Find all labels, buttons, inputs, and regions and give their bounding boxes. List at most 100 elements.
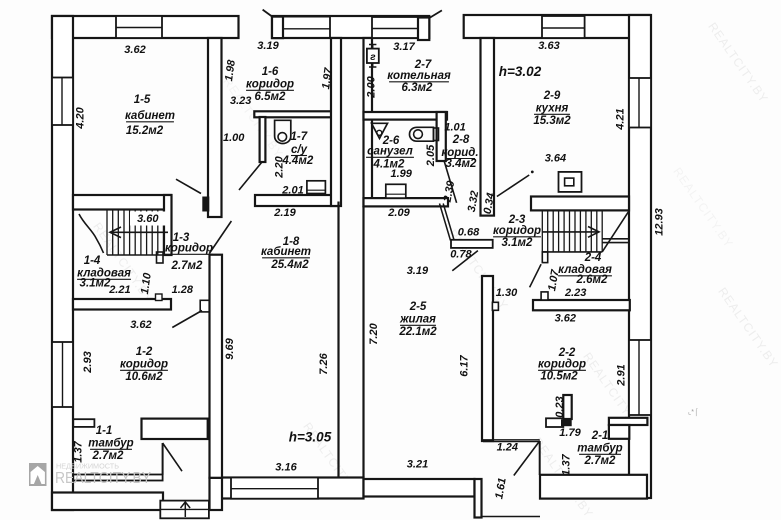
svg-text:REALTCITY.BY: REALTCITY.BY bbox=[55, 470, 151, 487]
svg-text:2.91: 2.91 bbox=[616, 364, 628, 386]
svg-text:2.01: 2.01 bbox=[281, 185, 303, 197]
svg-text:2.6м2: 2.6м2 bbox=[576, 274, 608, 286]
svg-text:корид.: корид. bbox=[441, 147, 478, 159]
svg-text:3.16: 3.16 bbox=[275, 462, 297, 474]
svg-text:1.01: 1.01 bbox=[444, 122, 465, 134]
svg-text:6.17: 6.17 bbox=[458, 354, 470, 376]
svg-text:тамбур: тамбур bbox=[577, 443, 622, 455]
svg-text:1-7: 1-7 bbox=[290, 131, 307, 143]
svg-text:⌞*⌠: ⌞*⌠ bbox=[688, 408, 698, 417]
svg-text:0.34: 0.34 bbox=[482, 192, 498, 215]
svg-text:2.19: 2.19 bbox=[273, 207, 296, 219]
svg-text:1-3: 1-3 bbox=[173, 232, 190, 244]
svg-text:1.97: 1.97 bbox=[320, 66, 335, 90]
svg-text:3.19: 3.19 bbox=[407, 265, 429, 277]
svg-text:0.68: 0.68 bbox=[458, 227, 480, 239]
svg-text:3.32: 3.32 bbox=[466, 190, 482, 213]
svg-text:0.78: 0.78 bbox=[450, 249, 472, 261]
svg-text:1.24: 1.24 bbox=[497, 442, 518, 454]
svg-text:6.3м2: 6.3м2 bbox=[402, 82, 433, 94]
svg-text:1.37: 1.37 bbox=[73, 440, 85, 462]
svg-text:2-9: 2-9 bbox=[543, 90, 561, 102]
svg-text:1.10: 1.10 bbox=[139, 271, 154, 295]
svg-text:кабинет: кабинет bbox=[261, 246, 311, 258]
svg-text:3.62: 3.62 bbox=[124, 44, 145, 56]
svg-text:0.23: 0.23 bbox=[554, 396, 566, 417]
svg-text:2-2: 2-2 bbox=[558, 347, 576, 359]
svg-text:2-3: 2-3 bbox=[508, 214, 526, 226]
svg-text:1-4: 1-4 bbox=[84, 255, 101, 267]
svg-text:22.1м2: 22.1м2 bbox=[398, 326, 437, 338]
svg-text:1.79: 1.79 bbox=[559, 427, 581, 439]
svg-text:15.3м2: 15.3м2 bbox=[533, 115, 571, 127]
svg-text:1.07: 1.07 bbox=[546, 268, 562, 292]
svg-text:3.1м2: 3.1м2 bbox=[502, 237, 533, 249]
svg-text:1.30: 1.30 bbox=[496, 287, 518, 299]
svg-text:10.5м2: 10.5м2 bbox=[540, 371, 578, 383]
svg-text:10.6м2: 10.6м2 bbox=[125, 371, 163, 383]
svg-text:котельная: котельная bbox=[387, 70, 451, 82]
svg-text:кухня: кухня bbox=[536, 103, 569, 115]
svg-text:коридор: коридор bbox=[120, 359, 168, 371]
svg-text:7.26: 7.26 bbox=[318, 352, 330, 374]
svg-text:НЕДВИЖИМОСТЬ: НЕДВИЖИМОСТЬ bbox=[56, 464, 119, 471]
svg-text:1-2: 1-2 bbox=[136, 346, 153, 358]
svg-text:1-8: 1-8 bbox=[283, 236, 300, 248]
svg-text:2.39: 2.39 bbox=[442, 179, 458, 204]
svg-text:коридор: коридор bbox=[246, 79, 294, 91]
svg-text:2.20: 2.20 bbox=[274, 155, 286, 178]
svg-text:2-1: 2-1 bbox=[591, 430, 609, 442]
svg-text:6.5м2: 6.5м2 bbox=[255, 91, 286, 103]
svg-text:1.61: 1.61 bbox=[493, 477, 509, 500]
svg-text:12.93: 12.93 bbox=[654, 208, 666, 236]
svg-text:1.37: 1.37 bbox=[560, 453, 572, 475]
svg-text:2-7: 2-7 bbox=[414, 59, 432, 71]
svg-text:1-6: 1-6 bbox=[262, 66, 279, 78]
svg-text:3.64: 3.64 bbox=[545, 153, 566, 165]
svg-text:2-5: 2-5 bbox=[409, 301, 427, 313]
svg-text:2.05: 2.05 bbox=[425, 144, 437, 167]
svg-text:2-6: 2-6 bbox=[382, 135, 400, 147]
svg-text:1.00: 1.00 bbox=[223, 132, 245, 144]
svg-text:кладовая: кладовая bbox=[77, 268, 131, 280]
svg-text:жилая: жилая bbox=[399, 314, 436, 326]
svg-text:4.20: 4.20 bbox=[75, 106, 87, 129]
svg-text:1-1: 1-1 bbox=[96, 425, 113, 437]
svg-text:г: г bbox=[370, 52, 376, 63]
svg-text:1.98: 1.98 bbox=[223, 58, 238, 82]
svg-text:2-8: 2-8 bbox=[452, 134, 470, 146]
svg-text:7.20: 7.20 bbox=[368, 322, 380, 344]
svg-text:2.7м2: 2.7м2 bbox=[584, 455, 616, 467]
svg-text:3.19: 3.19 bbox=[257, 40, 279, 52]
svg-text:1.99: 1.99 bbox=[390, 168, 412, 180]
svg-text:4.4м2: 4.4м2 bbox=[281, 155, 313, 167]
svg-text:2.21: 2.21 bbox=[108, 284, 130, 296]
svg-text:3.17: 3.17 bbox=[393, 41, 415, 53]
svg-text:2.93: 2.93 bbox=[82, 351, 94, 373]
svg-text:2.23: 2.23 bbox=[564, 287, 586, 299]
svg-text:4.1м2: 4.1м2 bbox=[373, 159, 405, 171]
svg-text:15.2м2: 15.2м2 bbox=[126, 125, 164, 137]
svg-text:1-5: 1-5 bbox=[134, 94, 151, 106]
svg-text:4.21: 4.21 bbox=[615, 108, 627, 130]
svg-text:h=3.05: h=3.05 bbox=[289, 430, 332, 445]
svg-text:9.69: 9.69 bbox=[224, 337, 236, 359]
svg-text:2.09: 2.09 bbox=[387, 207, 410, 219]
svg-text:3.62: 3.62 bbox=[130, 319, 151, 331]
svg-text:2.7м2: 2.7м2 bbox=[171, 260, 203, 272]
svg-text:2.7м2: 2.7м2 bbox=[92, 450, 124, 462]
svg-text:тамбур: тамбур bbox=[88, 438, 133, 450]
svg-text:h=3.02: h=3.02 bbox=[499, 64, 542, 79]
svg-text:3.62: 3.62 bbox=[555, 313, 576, 325]
svg-text:коридор: коридор bbox=[493, 225, 541, 237]
svg-text:3.63: 3.63 bbox=[538, 40, 559, 52]
svg-text:2.00: 2.00 bbox=[366, 75, 378, 98]
svg-text:3.4м2: 3.4м2 bbox=[446, 158, 477, 170]
svg-text:коридор: коридор bbox=[165, 243, 213, 255]
svg-text:санузел: санузел bbox=[367, 146, 413, 158]
svg-text:с/у: с/у bbox=[291, 144, 308, 156]
svg-text:кладовая: кладовая bbox=[558, 264, 612, 276]
svg-text:2-4: 2-4 bbox=[584, 252, 602, 264]
svg-text:1.28: 1.28 bbox=[172, 284, 194, 296]
svg-text:25.4м2: 25.4м2 bbox=[270, 259, 309, 271]
